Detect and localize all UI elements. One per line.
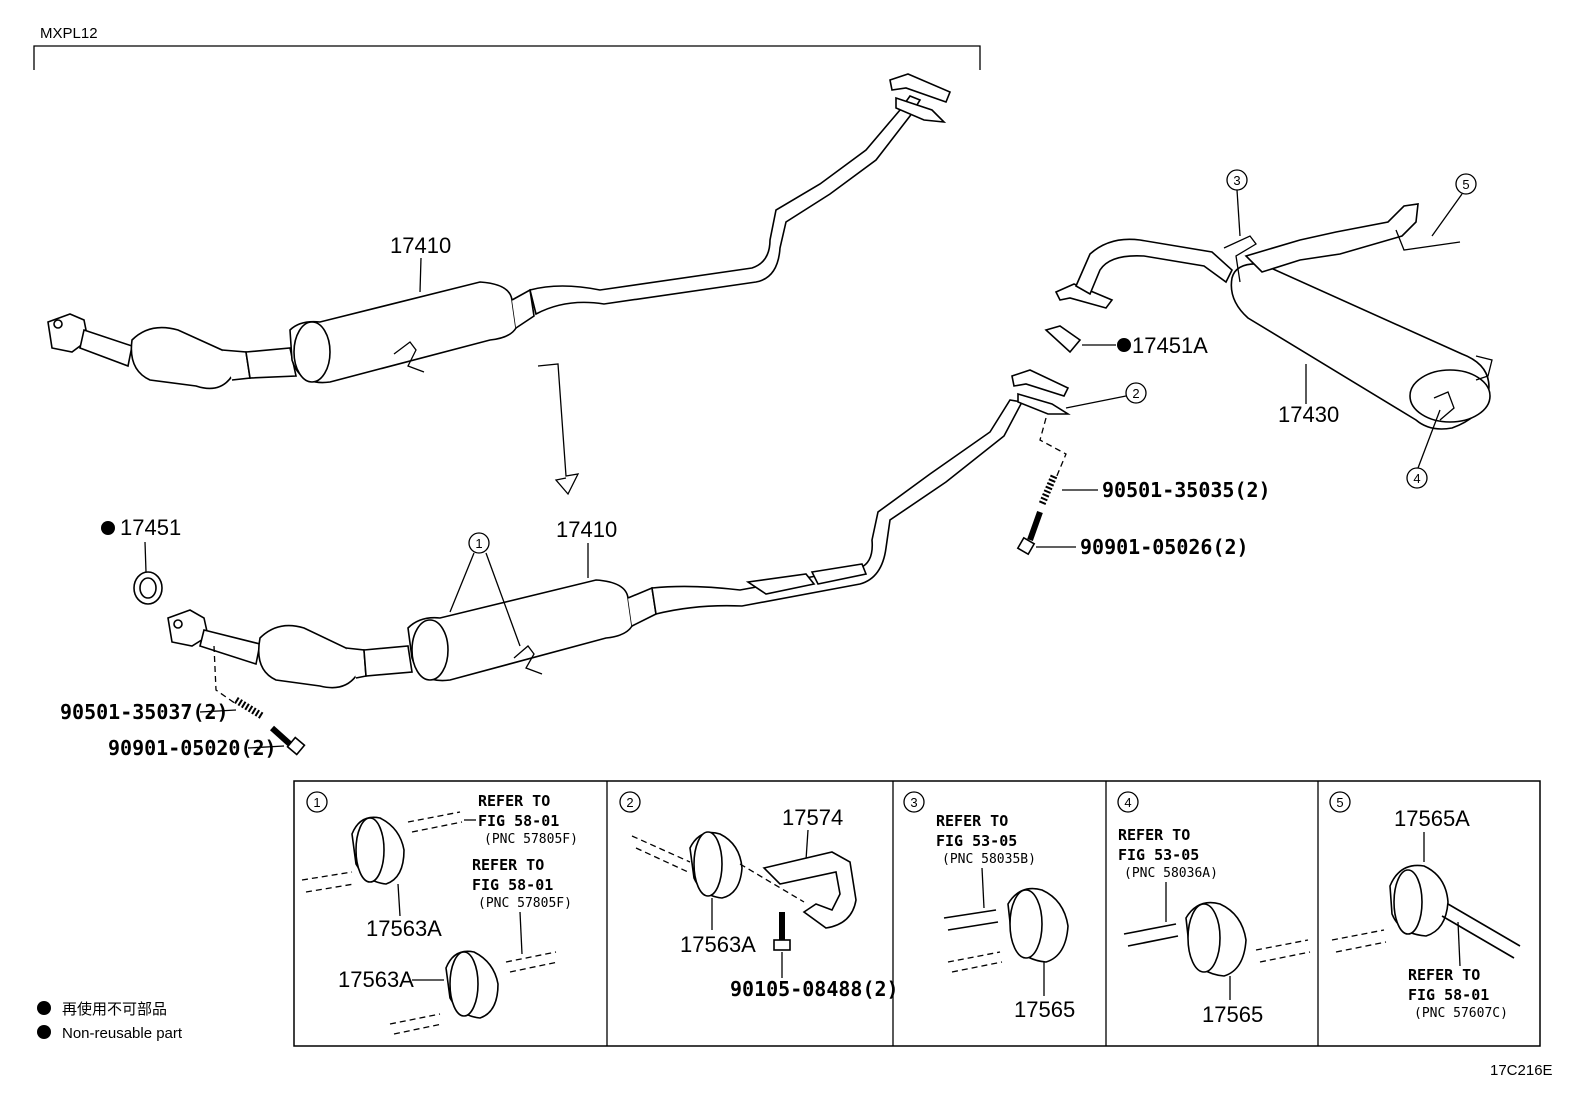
- svg-text:REFER TO: REFER TO: [472, 856, 544, 874]
- svg-text:17574: 17574: [782, 805, 843, 830]
- detail-4: 4 REFER TO FIG 53-05 (PNC 58036A) 17565: [1117, 791, 1311, 1027]
- part-label-17451: 17451: [120, 515, 181, 540]
- svg-text:(PNC 57607C): (PNC 57607C): [1414, 1006, 1508, 1021]
- svg-text:90105-08488(2): 90105-08488(2): [730, 977, 899, 1001]
- svg-text:17565: 17565: [1202, 1002, 1263, 1027]
- detail-5: 5 17565A REFER TO FIG 58-01 (PNC 57607C): [1329, 791, 1521, 1021]
- non-reusable-dot-icon: [101, 521, 115, 535]
- legend-en: Non-reusable part: [62, 1025, 183, 1042]
- legend-dot-icon-2: [37, 1025, 51, 1039]
- detail-3: 3 REFER TO FIG 53-05 (PNC 58035B) 17565: [903, 791, 1075, 1022]
- callout-4-main: [1406, 467, 1428, 489]
- figure-code: 17C216E: [1490, 1062, 1553, 1079]
- detail-1: 1 REFER TO FIG 58-01 (PNC 57805F) 17563A…: [301, 791, 578, 1035]
- part-label-17430: 17430: [1278, 402, 1339, 427]
- svg-text:FIG 53-05: FIG 53-05: [1118, 846, 1199, 864]
- svg-text:FIG 53-05: FIG 53-05: [936, 832, 1017, 850]
- svg-text:REFER TO: REFER TO: [1118, 826, 1190, 844]
- svg-text:(PNC 58035B): (PNC 58035B): [942, 852, 1036, 867]
- svg-text:REFER TO: REFER TO: [478, 792, 550, 810]
- svg-text:2: 2: [1132, 386, 1139, 401]
- svg-text:17565A: 17565A: [1394, 806, 1470, 831]
- legend-jp: 再使用不可部品: [62, 1001, 167, 1018]
- svg-text:5: 5: [1336, 795, 1343, 810]
- svg-text:FIG 58-01: FIG 58-01: [478, 812, 559, 830]
- arrow-down-icon: [537, 363, 580, 496]
- svg-text:(PNC 57805F): (PNC 57805F): [478, 896, 572, 911]
- part-label-17451A: 17451A: [1132, 333, 1208, 358]
- svg-text:1: 1: [313, 795, 320, 810]
- svg-text:3: 3: [910, 795, 917, 810]
- svg-text:17563A: 17563A: [366, 916, 442, 941]
- svg-text:4: 4: [1124, 795, 1131, 810]
- bolt-front-icon: [269, 725, 295, 749]
- part-label-spring-rear: 90501-35035(2): [1102, 478, 1271, 502]
- svg-text:5: 5: [1462, 177, 1469, 192]
- svg-text:FIG 58-01: FIG 58-01: [472, 876, 553, 894]
- part-label-17410-top: 17410: [390, 233, 451, 258]
- model-bracket: [33, 45, 981, 70]
- part-label-bolt-rear: 90901-05026(2): [1080, 535, 1249, 559]
- svg-text:(PNC 57805F): (PNC 57805F): [484, 832, 578, 847]
- detail-2: 2 17574 17563A 90105-08488(2): [619, 791, 899, 1001]
- tail-pipe-muffler: [1054, 203, 1493, 430]
- callout-1-main: [468, 532, 490, 554]
- svg-text:1: 1: [475, 536, 482, 551]
- bolt-rear-icon: [1027, 510, 1043, 542]
- svg-text:2: 2: [626, 795, 633, 810]
- callout-2-main: [1125, 382, 1147, 404]
- front-exhaust-pipe-overview: [47, 73, 952, 390]
- svg-text:17563A: 17563A: [680, 932, 756, 957]
- spring-rear-icon: [1038, 474, 1058, 506]
- non-reusable-dot-icon-2: [1117, 338, 1131, 352]
- gasket-rear: [1044, 325, 1082, 354]
- part-label-17410-main: 17410: [556, 517, 617, 542]
- svg-text:4: 4: [1413, 471, 1420, 486]
- spring-front-icon: [234, 697, 264, 719]
- model-code: MXPL12: [40, 25, 98, 42]
- svg-text:FIG 58-01: FIG 58-01: [1408, 986, 1489, 1004]
- svg-text:(PNC 58036A): (PNC 58036A): [1124, 866, 1218, 881]
- svg-text:17565: 17565: [1014, 997, 1075, 1022]
- svg-text:REFER TO: REFER TO: [1408, 966, 1480, 984]
- front-exhaust-pipe: [167, 369, 1071, 689]
- callout-5-main: [1455, 173, 1477, 195]
- svg-text:17563A: 17563A: [338, 967, 414, 992]
- svg-text:REFER TO: REFER TO: [936, 812, 1008, 830]
- detail-panel: [293, 780, 1541, 1047]
- svg-text:3: 3: [1233, 173, 1240, 188]
- legend-dot-icon: [37, 1001, 51, 1015]
